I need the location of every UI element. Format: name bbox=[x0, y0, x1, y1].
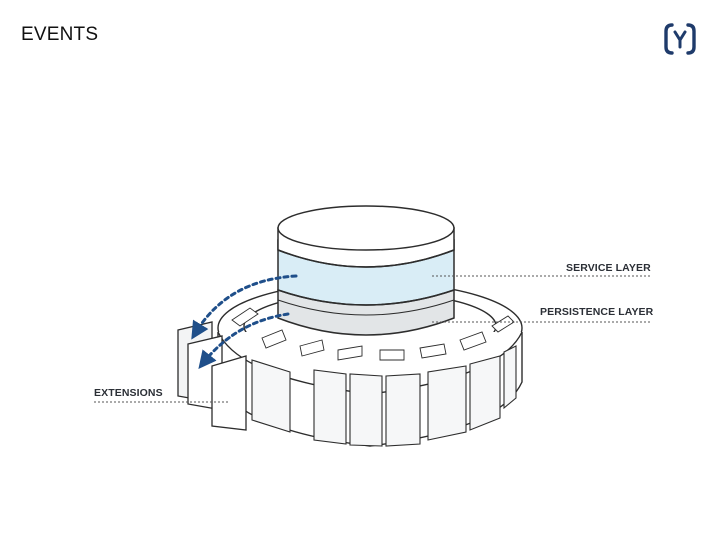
bracket-logo-icon bbox=[664, 23, 696, 55]
persistence-layer-label: PERSISTENCE LAYER bbox=[540, 306, 654, 318]
slide-title: EVENTS bbox=[21, 24, 99, 45]
extensions-label: EXTENSIONS bbox=[94, 387, 163, 399]
leader-lines bbox=[94, 275, 650, 403]
event-arrows bbox=[191, 274, 298, 370]
extension-bays bbox=[251, 345, 517, 447]
service-layer-label: SERVICE LAYER bbox=[566, 262, 651, 274]
ring-slots bbox=[231, 307, 515, 361]
layer-cylinder bbox=[277, 205, 455, 336]
